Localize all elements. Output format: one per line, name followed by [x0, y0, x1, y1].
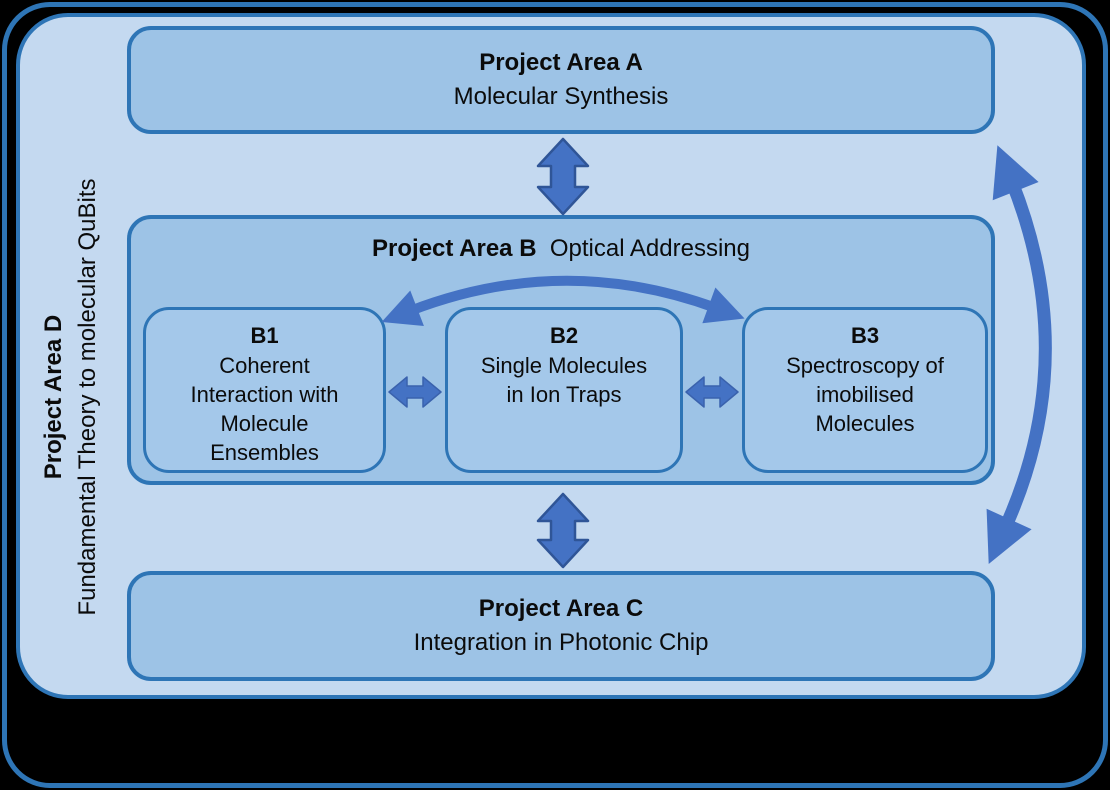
- sub-area-b3-label: B3: [850, 323, 880, 348]
- project-area-a-subtitle: Molecular Synthesis: [453, 83, 669, 110]
- project-area-d-title: Project Area D: [40, 314, 67, 480]
- project-area-b-title: Project Area B: [372, 235, 537, 262]
- project-area-d-panel: Project Area D Fundamental Theory to mol…: [16, 13, 1086, 699]
- project-area-c-box: Project Area C Integration in Photonic C…: [127, 571, 995, 681]
- project-area-c-title: Project Area C: [478, 595, 644, 622]
- sub-area-b1-label: B1: [250, 323, 279, 348]
- project-area-b-subtitle-text: Optical Addressing: [549, 235, 750, 262]
- sub-area-b2-label: B2: [549, 323, 579, 348]
- sub-area-b2-line: in Ion Traps: [506, 382, 622, 407]
- sub-area-b3-line: Molecules: [815, 411, 915, 436]
- sub-area-b1-line: Interaction with: [190, 382, 339, 407]
- sub-area-b1-line: Coherent: [219, 353, 310, 378]
- sub-area-b3-line: imobilised: [816, 382, 914, 407]
- sub-area-b1-line: Molecule: [220, 411, 309, 436]
- project-area-d-subtitle: Fundamental Theory to molecular QuBits: [74, 178, 101, 616]
- project-area-b-subtitle: [543, 235, 550, 262]
- sub-area-b2-box: B2 Single Molecules in Ion Traps: [445, 307, 683, 473]
- project-area-a-box: Project Area A Molecular Synthesis: [127, 26, 995, 134]
- project-area-b-box: Project Area B Optical Addressing B1 Coh…: [127, 215, 995, 485]
- project-area-d-label: Project Area D Fundamental Theory to mol…: [37, 97, 107, 697]
- sub-area-b3-box: B3 Spectroscopy of imobilised Molecules: [742, 307, 988, 473]
- sub-area-b3-line: Spectroscopy of: [786, 353, 944, 378]
- sub-area-b1-line: Ensembles: [210, 440, 319, 465]
- project-area-a-title: Project Area A: [479, 49, 643, 76]
- sub-area-b1-box: B1 Coherent Interaction with Molecule En…: [143, 307, 386, 473]
- project-area-b-title-line: Project Area B Optical Addressing: [372, 234, 750, 264]
- sub-area-b2-line: Single Molecules: [480, 353, 648, 378]
- project-area-c-subtitle: Integration in Photonic Chip: [413, 629, 709, 656]
